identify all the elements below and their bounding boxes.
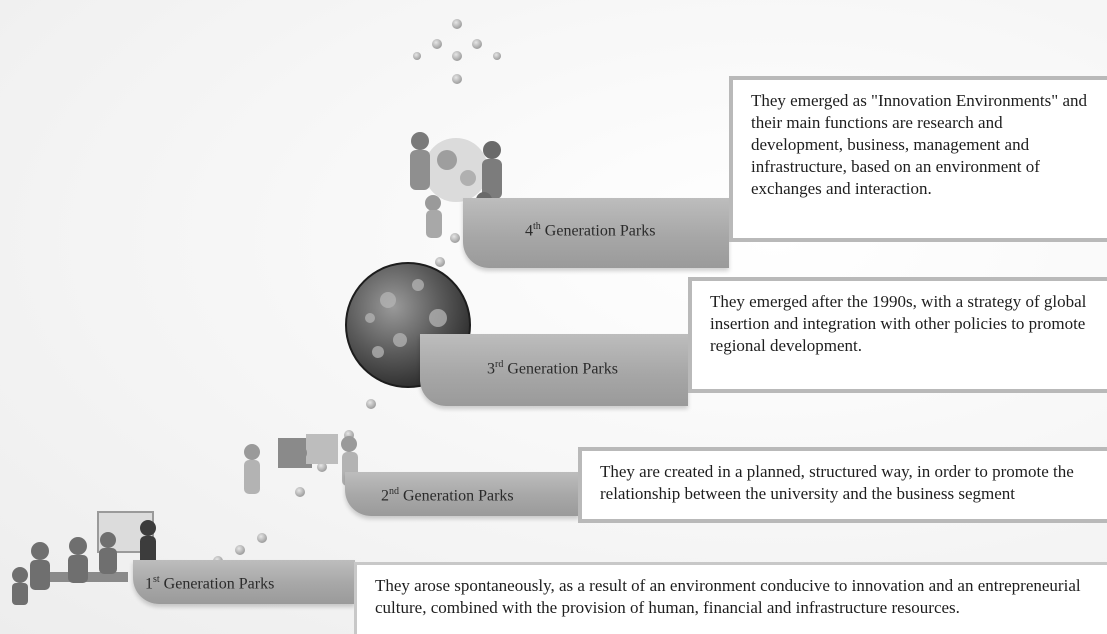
step-2: [345, 472, 579, 516]
team-collaboration-icon: [410, 132, 502, 238]
step-4: [463, 198, 729, 268]
description-box-3: They emerged after the 1990s, with a str…: [688, 277, 1107, 393]
step-3: [420, 334, 688, 406]
description-box-2: They are created in a planned, structure…: [578, 447, 1107, 523]
description-text-4: They emerged as "Innovation Environments…: [751, 91, 1088, 198]
description-text-2: They are created in a planned, structure…: [600, 462, 1074, 503]
step-1: [133, 560, 355, 604]
generation-label-1: 1st Generation Parks: [145, 574, 275, 593]
generation-label-2: 2nd Generation Parks: [381, 486, 514, 505]
generation-label-3: 3rd Generation Parks: [487, 359, 618, 378]
description-text-1: They arose spontaneously, as a result of…: [375, 576, 1081, 617]
generation-label-4: 4th Generation Parks: [525, 221, 656, 240]
description-box-4: They emerged as "Innovation Environments…: [729, 76, 1107, 242]
description-box-1: They arose spontaneously, as a result of…: [354, 562, 1107, 634]
puzzle-people-icon: [244, 434, 358, 494]
meeting-people-icon: [12, 511, 156, 605]
description-text-3: They emerged after the 1990s, with a str…: [710, 292, 1087, 355]
